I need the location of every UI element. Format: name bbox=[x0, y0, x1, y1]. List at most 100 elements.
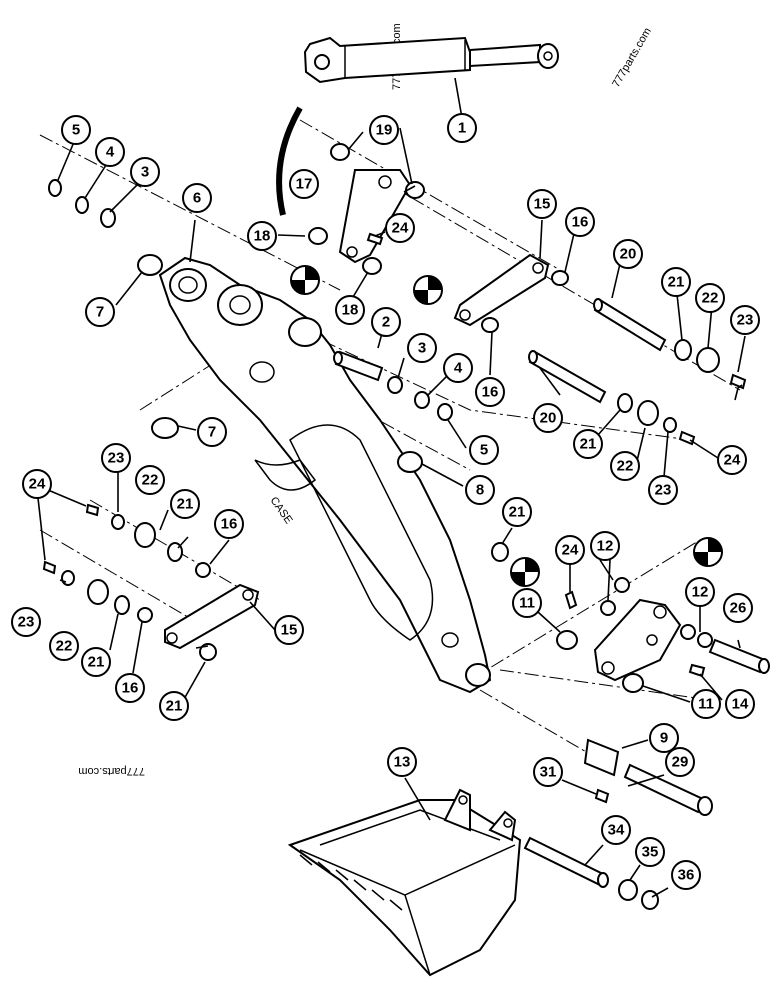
svg-text:16: 16 bbox=[122, 680, 139, 697]
svg-text:13: 13 bbox=[394, 754, 411, 771]
svg-text:7: 7 bbox=[96, 304, 104, 321]
callout-19: 19 bbox=[369, 115, 399, 145]
svg-text:3: 3 bbox=[141, 164, 149, 181]
leader-lines bbox=[37, 77, 746, 898]
small-parts bbox=[42, 143, 747, 910]
callout-3: 3 bbox=[407, 333, 437, 363]
callout-23: 23 bbox=[730, 305, 760, 335]
svg-text:16: 16 bbox=[572, 214, 589, 231]
svg-text:24: 24 bbox=[392, 220, 409, 237]
svg-text:35: 35 bbox=[642, 844, 659, 861]
callout-5: 5 bbox=[61, 115, 91, 145]
svg-text:1: 1 bbox=[458, 120, 466, 137]
callout-4: 4 bbox=[443, 353, 473, 383]
svg-text:12: 12 bbox=[597, 538, 614, 555]
callout-20: 20 bbox=[533, 403, 563, 433]
callout-21: 21 bbox=[661, 267, 691, 297]
callout-13: 13 bbox=[387, 747, 417, 777]
svg-text:15: 15 bbox=[534, 196, 551, 213]
callout-21: 21 bbox=[170, 489, 200, 519]
link-17 bbox=[338, 169, 412, 264]
callout-9: 9 bbox=[649, 723, 679, 753]
svg-text:7: 7 bbox=[208, 424, 216, 441]
rotation-arrow bbox=[276, 106, 303, 216]
callout-22: 22 bbox=[49, 631, 79, 661]
grease-symbol bbox=[693, 537, 723, 567]
svg-text:24: 24 bbox=[724, 452, 741, 469]
svg-text:5: 5 bbox=[72, 122, 80, 139]
svg-text:23: 23 bbox=[108, 450, 125, 467]
bucket bbox=[287, 788, 522, 977]
svg-text:21: 21 bbox=[88, 654, 105, 671]
callout-16: 16 bbox=[214, 509, 244, 539]
grease-symbol bbox=[510, 557, 540, 587]
callout-34: 34 bbox=[601, 815, 631, 845]
callout-11: 11 bbox=[691, 689, 721, 719]
svg-text:23: 23 bbox=[655, 482, 672, 499]
svg-text:11: 11 bbox=[519, 595, 535, 612]
svg-text:9: 9 bbox=[660, 730, 668, 747]
callout-31: 31 bbox=[533, 757, 563, 787]
callout-36: 36 bbox=[671, 860, 701, 890]
callout-1: 1 bbox=[447, 113, 477, 143]
callout-22: 22 bbox=[135, 465, 165, 495]
svg-text:14: 14 bbox=[732, 696, 749, 713]
svg-text:12: 12 bbox=[692, 584, 709, 601]
svg-text:24: 24 bbox=[562, 542, 579, 559]
hydraulic-cylinder bbox=[303, 36, 559, 84]
callout-22: 22 bbox=[695, 283, 725, 313]
callout-23: 23 bbox=[11, 607, 41, 637]
callout-15: 15 bbox=[274, 615, 304, 645]
callout-20: 20 bbox=[613, 239, 643, 269]
svg-text:17: 17 bbox=[296, 176, 313, 193]
callout-23: 23 bbox=[101, 443, 131, 473]
svg-text:18: 18 bbox=[254, 228, 271, 245]
callout-24: 24 bbox=[555, 535, 585, 565]
svg-text:20: 20 bbox=[540, 410, 557, 427]
callout-22: 22 bbox=[610, 451, 640, 481]
callout-29: 29 bbox=[665, 747, 695, 777]
svg-text:21: 21 bbox=[166, 698, 183, 715]
svg-text:36: 36 bbox=[678, 867, 695, 884]
svg-text:22: 22 bbox=[56, 638, 73, 655]
svg-text:16: 16 bbox=[221, 516, 238, 533]
callout-8: 8 bbox=[465, 475, 495, 505]
callout-17: 17 bbox=[289, 169, 319, 199]
svg-text:2: 2 bbox=[382, 314, 390, 331]
grease-symbol bbox=[290, 265, 320, 295]
svg-text:23: 23 bbox=[737, 312, 754, 329]
svg-text:3: 3 bbox=[418, 340, 426, 357]
svg-text:21: 21 bbox=[177, 496, 194, 513]
callout-15: 15 bbox=[527, 189, 557, 219]
svg-text:29: 29 bbox=[672, 754, 689, 771]
svg-text:16: 16 bbox=[482, 384, 499, 401]
svg-text:21: 21 bbox=[580, 436, 597, 453]
svg-text:11: 11 bbox=[698, 696, 714, 713]
callout-11: 11 bbox=[512, 588, 542, 618]
svg-text:19: 19 bbox=[376, 122, 393, 139]
callout-12: 12 bbox=[685, 577, 715, 607]
svg-text:4: 4 bbox=[454, 360, 463, 377]
callout-3: 3 bbox=[130, 157, 160, 187]
svg-text:8: 8 bbox=[476, 482, 484, 499]
callout-18: 18 bbox=[335, 295, 365, 325]
svg-text:4: 4 bbox=[106, 144, 115, 161]
svg-text:22: 22 bbox=[702, 290, 719, 307]
callout-21: 21 bbox=[159, 691, 189, 721]
link-15-lower bbox=[164, 583, 260, 650]
callout-16: 16 bbox=[475, 377, 505, 407]
callout-18: 18 bbox=[247, 221, 277, 251]
bracket-12 bbox=[593, 598, 682, 682]
callout-5: 5 bbox=[469, 435, 499, 465]
svg-text:20: 20 bbox=[620, 246, 637, 263]
svg-text:26: 26 bbox=[730, 600, 747, 617]
svg-text:34: 34 bbox=[608, 822, 625, 839]
svg-text:6: 6 bbox=[193, 190, 201, 207]
callout-21: 21 bbox=[81, 647, 111, 677]
svg-text:15: 15 bbox=[281, 622, 298, 639]
svg-text:22: 22 bbox=[617, 458, 634, 475]
callout-26: 26 bbox=[723, 593, 753, 623]
svg-text:22: 22 bbox=[142, 472, 159, 489]
callout-24: 24 bbox=[22, 469, 52, 499]
callout-7: 7 bbox=[197, 417, 227, 447]
